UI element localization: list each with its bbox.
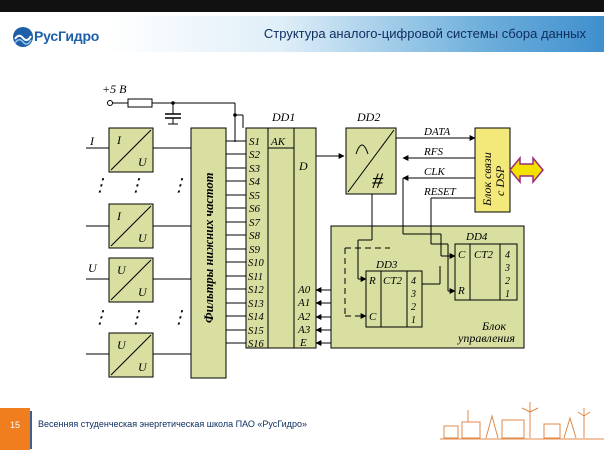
dd1-input-s4: S4: [249, 176, 261, 188]
slide-title: Структура аналого-цифровой системы сбора…: [263, 26, 586, 41]
dd3-out-1: 1: [411, 315, 416, 326]
dd1-input-s3: S3: [249, 163, 261, 175]
dd2-label: DD2: [356, 110, 380, 124]
ellipsis-6: ⋮: [170, 307, 188, 327]
signal-reset: RESET: [423, 186, 457, 198]
dd1-input-s9: S9: [249, 244, 261, 256]
dd4-out-3: 3: [504, 263, 510, 274]
signal-data: DATA: [423, 126, 451, 138]
converter-block-1: I U: [108, 127, 154, 173]
converter-block-3: U U: [108, 257, 154, 303]
dd1-address-a0: A0: [297, 284, 311, 296]
footer-divider: [30, 411, 32, 449]
dd1-address-e: E: [299, 337, 307, 349]
input-current-label: I: [89, 134, 95, 148]
dd4-out-4: 4: [505, 250, 510, 261]
dd1-input-s7: S7: [249, 217, 261, 229]
dd1-label: DD1: [271, 110, 295, 124]
signal-rfs: RFS: [423, 146, 443, 158]
svg-text:#: #: [372, 168, 384, 193]
ellipsis-1: ⋮: [91, 175, 109, 195]
dd4-c-label: C: [458, 249, 466, 261]
rushydro-logo-icon: [13, 27, 33, 47]
filter-label: Фильтры нижних частот: [202, 172, 216, 323]
converter-block-2: I U: [108, 203, 154, 249]
converter-top-label-1: I: [116, 133, 122, 147]
dd4-ct-label: CT2: [474, 249, 493, 261]
converter-top-label-3: U: [117, 263, 127, 277]
header-gradient: [108, 16, 604, 52]
dd4-out-2: 2: [505, 276, 510, 287]
page-number: 15: [9, 420, 20, 430]
hydro-skyline-icon: [440, 402, 604, 440]
dd1-d-label: D: [298, 159, 308, 173]
dd4-counter: [454, 243, 518, 301]
converter-bottom-label-4: U: [138, 360, 148, 374]
dd1-ak-label: AK: [270, 136, 286, 148]
dd1-input-s6: S6: [249, 203, 261, 215]
dd3-counter: [365, 270, 423, 328]
dsp-comm-block: [474, 127, 511, 213]
dsp-comm-label-2: с DSP: [493, 165, 507, 196]
dsp-comm-label-1: Блок связи: [480, 152, 494, 207]
page-number-badge: [0, 408, 30, 450]
dd1-input-s14: S14: [248, 312, 265, 323]
dd3-c-label: C: [369, 311, 377, 323]
dd1-input-s11: S11: [248, 272, 263, 283]
control-block-label-1: Блок: [481, 319, 506, 333]
dd1-address-a2: A2: [297, 311, 311, 323]
dd3-out-2: 2: [411, 302, 416, 313]
dd1-input-s12: S12: [248, 285, 265, 296]
ellipsis-3: ⋮: [170, 175, 188, 195]
filter-to-mux-lines: [226, 140, 246, 344]
dd4-r-label: R: [457, 285, 465, 297]
ellipsis-5: ⋮: [127, 307, 145, 327]
dd1-input-s15: S15: [248, 326, 264, 337]
converter-top-label-4: U: [117, 338, 127, 352]
converter-bottom-label-1: U: [138, 155, 148, 169]
dd3-out-3: 3: [410, 289, 416, 300]
dd1-address-a1: A1: [297, 297, 310, 309]
dd1-input-s16: S16: [248, 339, 265, 350]
dd3-r-label: R: [368, 275, 376, 287]
lowpass-filter-block: [190, 127, 227, 379]
dd1-address-a3: A3: [297, 324, 311, 336]
signal-clk: CLK: [424, 166, 445, 178]
dd1-input-s1: S1: [249, 136, 260, 148]
dd1-input-s5: S5: [249, 190, 261, 202]
dd1-input-s2: S2: [249, 149, 261, 161]
dd4-out-1: 1: [505, 289, 510, 300]
dd1-multiplexer: [245, 127, 317, 349]
supply-resistor: [127, 98, 153, 108]
logo-text: РусГидро: [34, 28, 100, 44]
dd2-adc: #: [345, 127, 397, 195]
dd3-label: DD3: [375, 259, 398, 271]
converter-block-4: U U: [108, 332, 154, 378]
ellipsis-4: ⋮: [91, 307, 109, 327]
dsp-link-arrow-icon: [509, 155, 544, 185]
converter-bottom-label-2: U: [138, 231, 148, 245]
converter-bottom-label-3: U: [138, 285, 148, 299]
footer-text: Весенняя студенческая энергетическая шко…: [38, 419, 307, 429]
input-voltage-label: U: [88, 261, 98, 275]
dd3-out-4: 4: [411, 276, 416, 287]
supply-label: +5 В: [102, 82, 127, 96]
dd1-input-s8: S8: [249, 230, 261, 242]
ellipsis-2: ⋮: [127, 175, 145, 195]
control-block-label-2: управления: [457, 331, 515, 345]
dd1-input-s13: S13: [248, 299, 264, 310]
dd4-label: DD4: [465, 231, 488, 243]
daq-block-diagram: +5 В I I U ⋮ ⋮ ⋮ I U U U U ⋮ ⋮ ⋮: [86, 82, 544, 379]
dd1-input-s10: S10: [248, 258, 265, 269]
converter-top-label-2: I: [116, 209, 122, 223]
dd3-ct-label: CT2: [383, 275, 402, 287]
top-bar: [0, 0, 604, 12]
